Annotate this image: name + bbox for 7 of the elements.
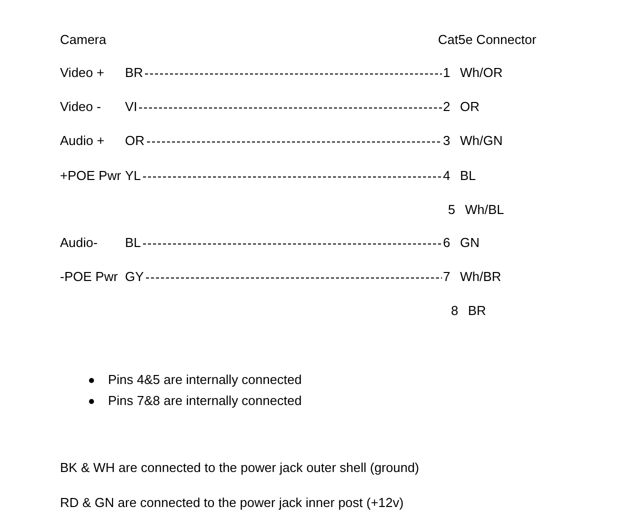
column-heading: Cat5e Connector <box>438 32 536 48</box>
note-text: BK & WH are connected to the power jack outer shell (ground) <box>60 460 420 476</box>
note-text: RD & GN are connected to the power jack inner post (+12v) <box>60 495 404 511</box>
note-text: Pins 7&8 are internally connected <box>108 393 302 409</box>
note-text: Pins 4&5 are internally connected <box>108 372 302 388</box>
wire-line <box>142 176 442 178</box>
column-heading: Camera <box>60 32 106 48</box>
